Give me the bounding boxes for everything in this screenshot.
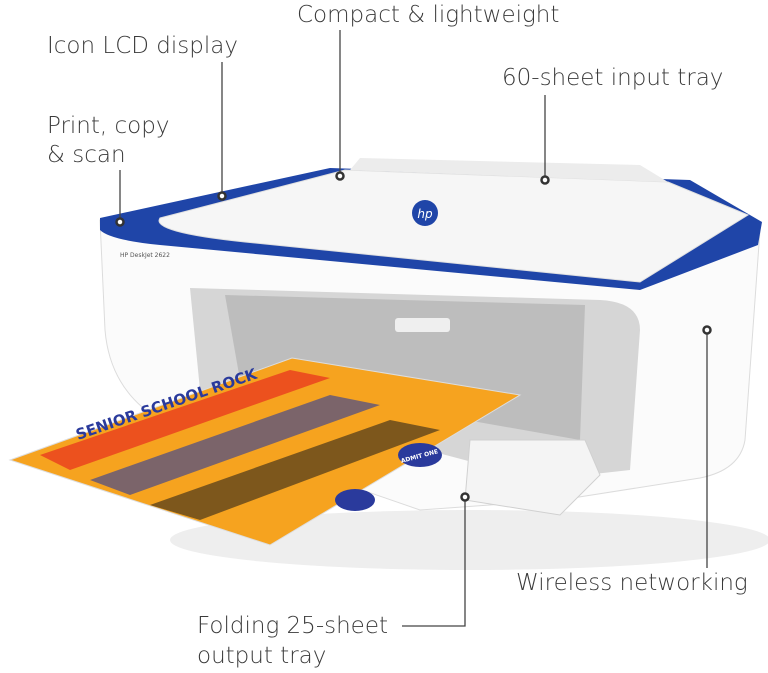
callout-wireless: Wireless networking <box>516 570 748 596</box>
callout-lcd: Icon LCD display <box>47 33 238 59</box>
printed-paper <box>8 357 522 546</box>
output-tray <box>464 439 601 516</box>
paper-guide <box>395 318 450 332</box>
ticket-badge <box>398 443 442 467</box>
hp-logo <box>412 200 438 226</box>
paper-band <box>90 395 380 495</box>
callout-input-tray: 60-sheet input tray <box>502 65 724 91</box>
callout-scan: & scan <box>47 142 126 168</box>
callout-output-tray-2: output tray <box>197 643 327 669</box>
paper-band <box>150 420 440 520</box>
input-tray <box>350 158 668 182</box>
callout-output-tray: Folding 25-sheet <box>197 613 388 639</box>
callout-print-copy: Print, copy <box>47 113 170 139</box>
ticket-badge <box>335 489 375 511</box>
callout-dots <box>115 171 712 502</box>
callout-compact: Compact & lightweight <box>297 2 560 28</box>
model-label: HP DeskJet 2622 <box>120 252 170 259</box>
scanner-lid <box>158 169 750 283</box>
hp-logo-text: hp <box>417 207 433 221</box>
callout-lines <box>119 30 708 627</box>
shadow <box>170 510 768 570</box>
paper-band <box>40 370 330 470</box>
